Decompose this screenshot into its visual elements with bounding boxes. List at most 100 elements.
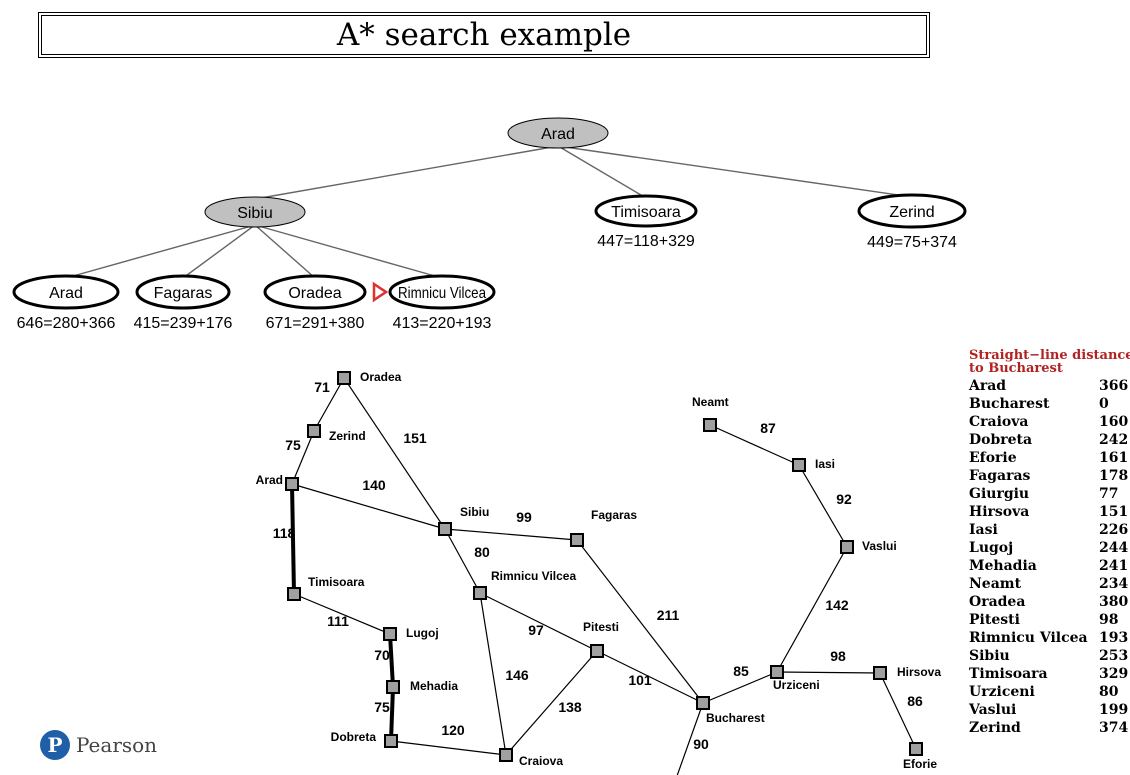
sld-distance-value: 234	[1099, 576, 1129, 592]
city-marker-fagaras[interactable]	[570, 533, 584, 547]
tree-edge	[254, 224, 316, 279]
road-timisoara-lugoj	[293, 593, 391, 635]
city-marker-arad[interactable]	[285, 477, 299, 491]
road-rimnicu-craiova	[479, 592, 507, 756]
sld-city-name: Sibiu	[969, 648, 1010, 664]
sld-distance-value: 241	[1099, 558, 1129, 574]
sld-distance-value: 151	[1099, 504, 1129, 520]
city-label-iasi: Iasi	[815, 457, 835, 471]
sld-city-name: Mehadia	[969, 558, 1037, 574]
road-bucharest-giurgiu	[676, 702, 704, 775]
city-label-timisoara: Timisoara	[308, 575, 365, 589]
sld-city-name: Rimnicu Vilcea	[969, 630, 1088, 646]
sld-city-name: Neamt	[969, 576, 1022, 592]
city-marker-rimnicu[interactable]	[473, 586, 487, 600]
road-oradea-sibiu	[343, 377, 446, 530]
road-distance-label: 118	[273, 525, 296, 541]
city-marker-lugoj[interactable]	[383, 627, 397, 641]
city-marker-iasi[interactable]	[792, 458, 806, 472]
sld-row: Mehadia 241	[969, 557, 1130, 575]
tree-node-root[interactable]: Arad	[507, 117, 609, 149]
city-label-dobreta: Dobreta	[331, 730, 377, 744]
sld-distance-value: 329	[1099, 666, 1129, 682]
city-label-craiova: Craiova	[519, 754, 563, 768]
tree-node-ellipse	[204, 196, 306, 228]
city-marker-zerind[interactable]	[307, 424, 321, 438]
city-marker-dobreta[interactable]	[384, 734, 398, 748]
city-label-neamt: Neamt	[692, 395, 729, 409]
sld-city-name: Lugoj	[969, 540, 1014, 556]
city-label-rimnicu: Rimnicu Vilcea	[491, 569, 576, 583]
road-rimnicu-pitesti	[479, 592, 598, 652]
tree-node-label: Fagaras	[154, 285, 213, 302]
road-iasi-neamt	[709, 424, 800, 466]
city-marker-vaslui[interactable]	[840, 540, 854, 554]
road-distance-label: 140	[362, 477, 386, 493]
tree-node-label: Sibiu	[237, 205, 273, 222]
tree-edge	[65, 224, 256, 279]
tree-node-sibiu[interactable]: Sibiu	[204, 196, 306, 228]
city-marker-hirsova[interactable]	[873, 666, 887, 680]
tree-node-ellipse	[594, 194, 698, 228]
sld-distance-value: 178	[1099, 468, 1129, 484]
road-distance-label: 120	[441, 722, 465, 738]
road-oradea-zerind	[313, 377, 345, 432]
tree-node-label: Oradea	[288, 285, 341, 302]
tree-edge	[254, 145, 559, 200]
city-label-fagaras: Fagaras	[591, 508, 637, 522]
city-label-oradea: Oradea	[360, 370, 402, 384]
city-marker-timisoara[interactable]	[287, 587, 301, 601]
city-label-arad: Arad	[256, 473, 283, 487]
road-fagaras-bucharest	[576, 539, 704, 704]
city-marker-sibiu[interactable]	[438, 522, 452, 536]
city-marker-urziceni[interactable]	[770, 665, 784, 679]
city-marker-neamt[interactable]	[703, 418, 717, 432]
sld-distance-value: 161	[1099, 450, 1129, 466]
tree-node-label: Arad	[541, 126, 575, 143]
pearson-wordmark: Pearson	[76, 733, 158, 757]
city-label-vaslui: Vaslui	[862, 539, 897, 553]
city-marker-eforie[interactable]	[909, 742, 923, 756]
tree-node-fagaras[interactable]: Fagaras 415=239+176	[134, 274, 233, 332]
road-distance-label: 151	[403, 430, 427, 446]
sld-distance-value: 193	[1099, 630, 1129, 646]
road-distance-label: 92	[836, 491, 852, 507]
city-marker-pitesti[interactable]	[590, 644, 604, 658]
road-distance-label: 146	[505, 667, 529, 683]
sld-distance-value: 160	[1099, 414, 1129, 430]
tree-node-f-value: 415=239+176	[134, 315, 233, 332]
road-dobreta-craiova	[390, 740, 507, 756]
city-label-urziceni: Urziceni	[773, 678, 820, 692]
sld-heading-line2: to Bucharest	[969, 361, 1063, 376]
road-arad-sibiu	[291, 483, 446, 530]
city-label-pitesti: Pitesti	[583, 620, 619, 634]
tree-edge	[182, 224, 256, 279]
sld-city-name: Giurgiu	[969, 486, 1030, 502]
road-distance-label: 80	[474, 544, 490, 560]
city-marker-mehadia[interactable]	[386, 680, 400, 694]
sld-city-name: Eforie	[969, 450, 1017, 466]
pearson-logo: P Pearson	[40, 730, 157, 760]
city-marker-craiova[interactable]	[499, 748, 513, 762]
city-marker-oradea[interactable]	[337, 371, 351, 385]
tree-node-ellipse	[12, 274, 120, 310]
sld-row: Neamt 234	[969, 575, 1130, 593]
sld-distance-value: 242	[1099, 432, 1129, 448]
city-marker-bucharest[interactable]	[696, 696, 710, 710]
tree-node-ellipse	[857, 193, 967, 229]
